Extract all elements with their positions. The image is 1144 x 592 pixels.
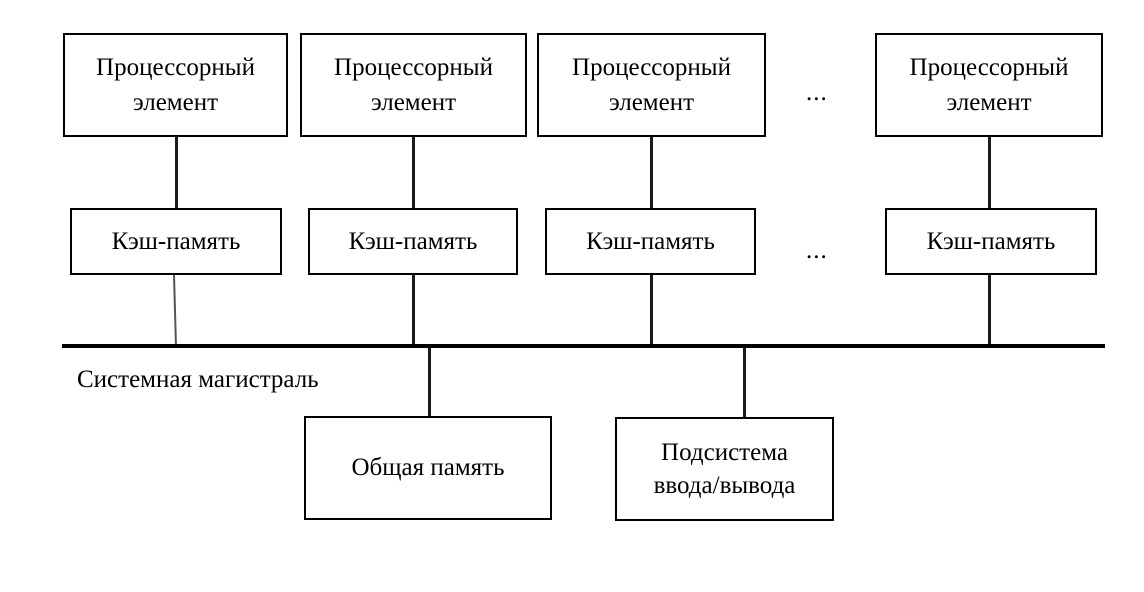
- processing-element-box-2: Процессорный элемент: [300, 33, 527, 137]
- processing-element-label-line1: Процессорный: [572, 53, 731, 81]
- shared-memory-label: Общая память: [351, 453, 505, 481]
- cache-box-4: Кэш-память: [885, 208, 1097, 275]
- connector-pe4-to-cache4: [988, 137, 991, 208]
- connector-pe3-to-cache3: [650, 137, 653, 208]
- cache-box-3: Кэш-память: [545, 208, 756, 275]
- cache-box-1: Кэш-память: [70, 208, 282, 275]
- ellipsis-processing-elements: ...: [806, 79, 828, 106]
- connector-pe2-to-cache2: [412, 137, 415, 208]
- processing-element-label-line1: Процессорный: [334, 53, 493, 81]
- ellipsis-caches: ...: [806, 237, 828, 264]
- connector-cache1-to-bus: [172, 275, 178, 347]
- io-subsystem-label-line1: Подсистема: [661, 439, 788, 466]
- processing-element-box-3: Процессорный элемент: [537, 33, 766, 137]
- io-subsystem-label-line2: ввода/вывода: [653, 472, 796, 499]
- io-subsystem-box: Подсистема ввода/вывода: [615, 417, 834, 521]
- processing-element-label-line1: Процессорный: [96, 53, 255, 81]
- connector-cache4-to-bus: [988, 275, 991, 347]
- processing-element-label-line2: элемент: [370, 89, 457, 116]
- system-bus-label: Системная магистраль: [77, 366, 319, 393]
- processing-element-label-line2: элемент: [132, 89, 219, 116]
- processing-element-label-line1: Процессорный: [909, 53, 1069, 81]
- cache-box-2: Кэш-память: [308, 208, 518, 275]
- connector-pe1-to-cache1: [175, 137, 178, 208]
- cache-label: Кэш-память: [926, 227, 1056, 255]
- connector-cache2-to-bus: [412, 275, 415, 347]
- cache-label: Кэш-память: [586, 227, 715, 255]
- processing-element-label-line2: элемент: [946, 89, 1032, 116]
- cache-label: Кэш-память: [111, 227, 241, 255]
- processing-element-box-4: Процессорный элемент: [875, 33, 1103, 137]
- connector-bus-to-shared-memory: [428, 348, 431, 418]
- shared-memory-box: Общая память: [304, 416, 552, 520]
- processing-element-box-1: Процессорный элемент: [63, 33, 288, 137]
- processing-element-label-line2: элемент: [608, 89, 695, 116]
- cache-label: Кэш-память: [348, 227, 478, 255]
- connector-cache3-to-bus: [650, 275, 653, 347]
- system-bus-line: [62, 344, 1105, 348]
- connector-bus-to-io-subsystem: [743, 348, 746, 418]
